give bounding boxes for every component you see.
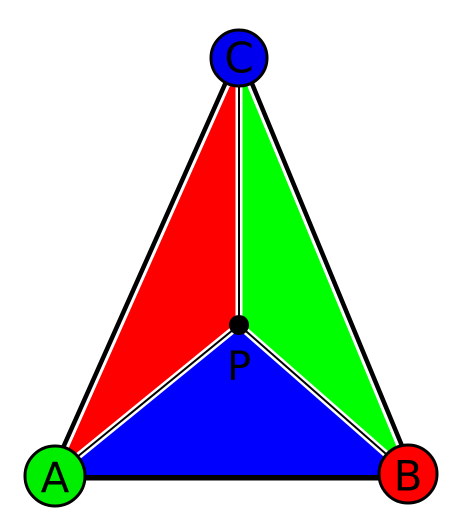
vertex-c: C [209, 28, 269, 88]
vertex-a-label: A [41, 454, 70, 503]
divider-pb [238, 324, 411, 476]
region-apb [55, 325, 410, 475]
triangle-edges [53, 60, 412, 484]
edge-bc [237, 60, 412, 477]
vertex-a: A [23, 444, 87, 508]
dividers [51, 58, 414, 479]
vertex-b-label: B [394, 452, 423, 501]
vertex-a-circle [23, 444, 87, 508]
vertex-c-circle [209, 28, 269, 88]
vertex-c-label: C [224, 34, 253, 83]
edge-ac [53, 60, 241, 477]
divider-pa [54, 324, 240, 476]
point-p-dot [229, 315, 249, 335]
vertex-b: B [377, 443, 439, 505]
point-p-label: P [227, 344, 251, 390]
vertex-b-circle [377, 443, 439, 505]
